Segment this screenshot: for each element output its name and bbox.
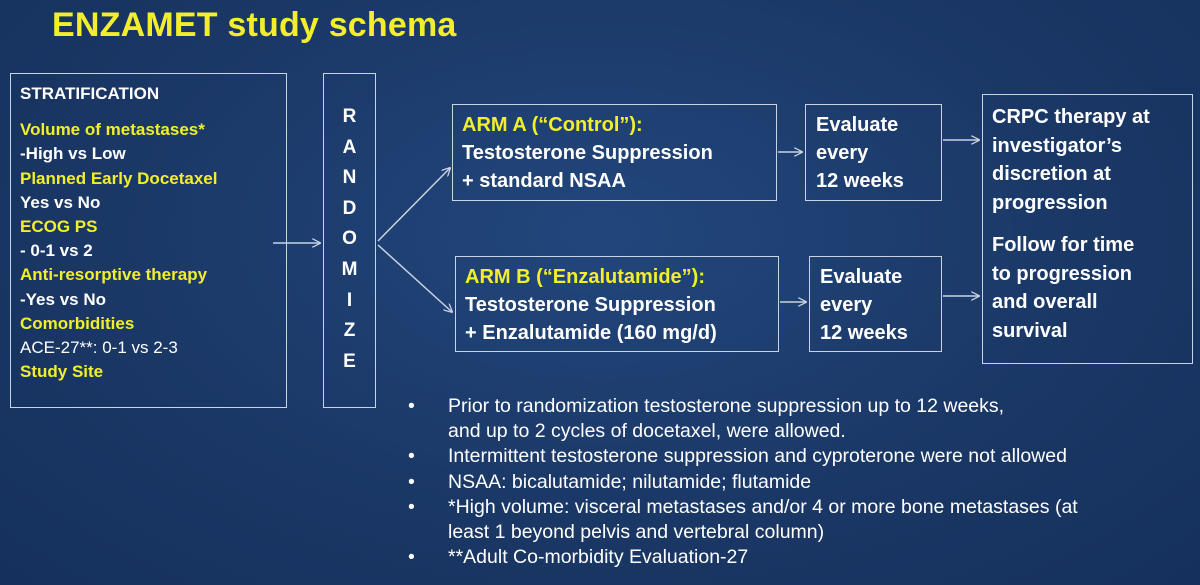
footnote-item: • Intermittent testosterone suppression a… (408, 444, 1198, 469)
randomize-letter: D (342, 197, 357, 219)
randomize-letter: I (346, 289, 353, 311)
stratification-factor-line: -High vs Low (20, 144, 126, 164)
footnote-item: • **Adult Co-morbidity Evaluation-27 (408, 545, 1198, 570)
outcome-line: to progression (992, 262, 1133, 285)
bullet-icon: • (408, 496, 415, 518)
randomize-letter: Z (343, 320, 356, 342)
arm-b-title: ARM B (“Enzalutamide”): (465, 266, 705, 288)
evaluate-b-line2: every (820, 294, 873, 316)
randomize-letter: A (342, 136, 357, 158)
footnote-text: NSAA: bicalutamide; nilutamide; flutamid… (448, 470, 812, 493)
footnote-text: **Adult Co-morbidity Evaluation-27 (448, 546, 749, 568)
stratification-factor-line: ECOG PS (20, 217, 98, 237)
stratification-factor-line: - 0-1 vs 2 (20, 241, 93, 261)
bullet-icon: • (408, 470, 415, 493)
outcome-line: discretion at (992, 163, 1111, 185)
evaluate-a-line3: 12 weeks (816, 170, 904, 192)
evaluate-b-line3: 12 weeks (820, 322, 908, 344)
evaluate-a-box: Evaluate every 12 weeks (805, 104, 942, 201)
slide-title: ENZAMET study schema (52, 6, 457, 44)
footnotes-list: • Prior to randomization testosterone sup… (408, 394, 1198, 571)
stratification-factor-line: Study Site (20, 362, 104, 382)
footnote-item: • NSAA: bicalutamide; nilutamide; flutami… (408, 470, 1198, 495)
evaluate-b-box: Evaluate every 12 weeks (809, 256, 942, 352)
outcome-line: investigator’s (992, 134, 1123, 157)
arrow-randomize-to-arm-a (377, 168, 450, 242)
outcome-line: Follow for time (992, 234, 1135, 256)
randomize-letter: O (342, 228, 357, 250)
stratification-factor-line: Volume of metastases* (20, 120, 205, 140)
arm-a-box: ARM A (“Control”): Testosterone Suppress… (452, 104, 777, 201)
outcome-spacer (992, 217, 1192, 231)
outcome-line: and overall (992, 291, 1098, 313)
evaluate-a-line1: Evaluate (816, 114, 899, 136)
footnote-text: and up to 2 cycles of docetaxel, were al… (448, 419, 846, 442)
arm-a-title: ARM A (“Control”): (462, 114, 643, 136)
evaluate-b-line1: Evaluate (820, 266, 903, 288)
stratification-factor-line: Yes vs No (20, 192, 101, 212)
stratification-factor-line: Comorbidities (20, 313, 135, 333)
outcome-box: CRPC therapy at investigator’s discretio… (982, 94, 1193, 364)
footnote-text: least 1 beyond pelvis and vertebral colu… (448, 520, 825, 543)
stratification-factor-line: Planned Early Docetaxel (20, 168, 218, 188)
stratification-heading: STRATIFICATION (20, 84, 160, 103)
stratification-box: STRATIFICATION Volume of metastases* -Hig… (10, 73, 287, 408)
arm-a-line1: Testosterone Suppression (462, 142, 713, 164)
footnote-text: Prior to randomization testosterone supp… (448, 395, 1005, 417)
bullet-icon: • (408, 445, 415, 467)
arm-b-box: ARM B (“Enzalutamide”): Testosterone Sup… (455, 256, 779, 352)
footnote-text: *High volume: visceral metastases and/or… (448, 496, 1078, 518)
arm-b-line2: + Enzalutamide (160 mg/d) (465, 322, 717, 344)
arm-b-line1: Testosterone Suppression (465, 294, 716, 316)
randomize-letter: N (342, 167, 357, 189)
footnote-text: Intermittent testosterone suppression an… (448, 445, 1067, 467)
footnote-item: • Prior to randomization testosterone sup… (408, 394, 1198, 443)
arm-a-line2: + standard NSAA (462, 170, 626, 192)
stratification-factor-line: -Yes vs No (20, 289, 106, 309)
footnote-item: • *High volume: visceral metastases and/o… (408, 495, 1198, 544)
stratification-factor-line: ACE-27**: 0-1 vs 2-3 (20, 338, 178, 358)
outcome-line: CRPC therapy at (992, 106, 1150, 128)
evaluate-a-line2: every (816, 142, 869, 164)
outcome-line: survival (992, 319, 1068, 342)
arrow-randomize-to-arm-b (377, 244, 452, 312)
randomize-letter: M (341, 259, 358, 280)
randomize-letter: R (342, 106, 357, 127)
randomize-letter: E (343, 350, 356, 372)
bullet-icon: • (408, 546, 415, 568)
stratification-factor-line: Anti-resorptive therapy (20, 265, 208, 285)
outcome-line: progression (992, 191, 1108, 214)
bullet-icon: • (408, 395, 415, 417)
